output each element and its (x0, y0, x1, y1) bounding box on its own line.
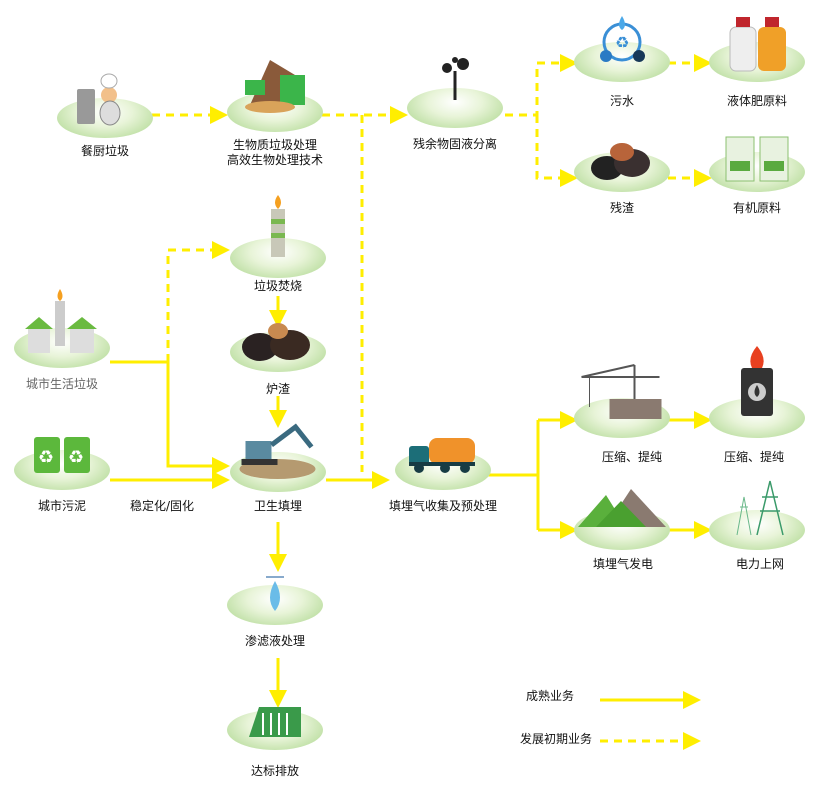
label-bio-1: 生物质垃圾处理 (232, 138, 318, 152)
arrow-msw-incineration (166, 241, 230, 362)
label-separation: 残余物固液分离 (412, 137, 498, 151)
label-slag: 炉渣 (265, 382, 291, 396)
label-liquid-fert: 液体肥原料 (726, 94, 788, 108)
mountains-icon (576, 487, 668, 532)
label-sewage: 污水 (609, 94, 635, 108)
arrow-gas-branch (488, 420, 540, 530)
excavator-landfill-icon (236, 419, 321, 484)
chimney-icon (266, 193, 290, 262)
label-gas-power: 填埋气发电 (592, 557, 654, 571)
recycle-bins-icon: ♻♻ (31, 435, 93, 478)
node-grid (709, 510, 805, 550)
label-landfill: 卫生填埋 (253, 499, 303, 513)
label-leachate: 渗滤液处理 (244, 634, 306, 648)
water-drop-icon (260, 573, 290, 618)
label-compress2: 压缩、提纯 (723, 450, 785, 464)
node-sewage (574, 42, 670, 82)
dam-discharge-icon (245, 703, 305, 742)
svg-text:♻: ♻ (68, 447, 84, 468)
arrow-sep-branch (505, 61, 572, 178)
label-stabilize: 稳定化/固化 (129, 499, 195, 513)
label-sludge: 城市污泥 (37, 499, 87, 513)
sprout-splash-icon (435, 56, 475, 104)
power-tower-icon (722, 477, 792, 540)
chef-bin-icon (75, 67, 125, 130)
label-bio-2: 高效生物处理技术 (226, 153, 324, 167)
label-grid: 电力上网 (735, 557, 785, 571)
slag-rocks-icon (238, 317, 318, 368)
label-discharge: 达标排放 (250, 764, 300, 778)
svg-text:♻: ♻ (615, 33, 629, 52)
label-organic: 有机原料 (732, 201, 782, 215)
label-compress1: 压缩、提纯 (601, 450, 663, 464)
label-residue: 残渣 (609, 201, 635, 215)
fertilizer-bottles-icon (722, 15, 792, 76)
oil-barrel-flame-icon (737, 344, 777, 422)
node-organic (709, 152, 805, 192)
label-msw: 城市生活垃圾 (25, 377, 99, 391)
recycle-water-icon: ♻ (597, 14, 647, 72)
svg-text:♻: ♻ (38, 447, 54, 468)
organic-bags-icon (722, 133, 792, 186)
legend-early-label: 发展初期业务 (519, 732, 593, 746)
crane-tank-icon (580, 363, 665, 424)
tanker-truck-icon (407, 434, 479, 477)
label-incineration: 垃圾焚烧 (253, 279, 303, 293)
label-kitchen: 餐厨垃圾 (80, 144, 130, 158)
legend-mature-label: 成熟业务 (525, 689, 575, 703)
city-houses-icon (20, 287, 100, 365)
residue-rocks-icon (587, 138, 657, 186)
arrow-msw-landfill (110, 360, 230, 475)
label-gas-collect: 填埋气收集及预处理 (388, 499, 498, 513)
excavator-soil-icon (240, 55, 310, 118)
node-liquid-fert (709, 42, 805, 82)
node-sludge (14, 450, 110, 490)
